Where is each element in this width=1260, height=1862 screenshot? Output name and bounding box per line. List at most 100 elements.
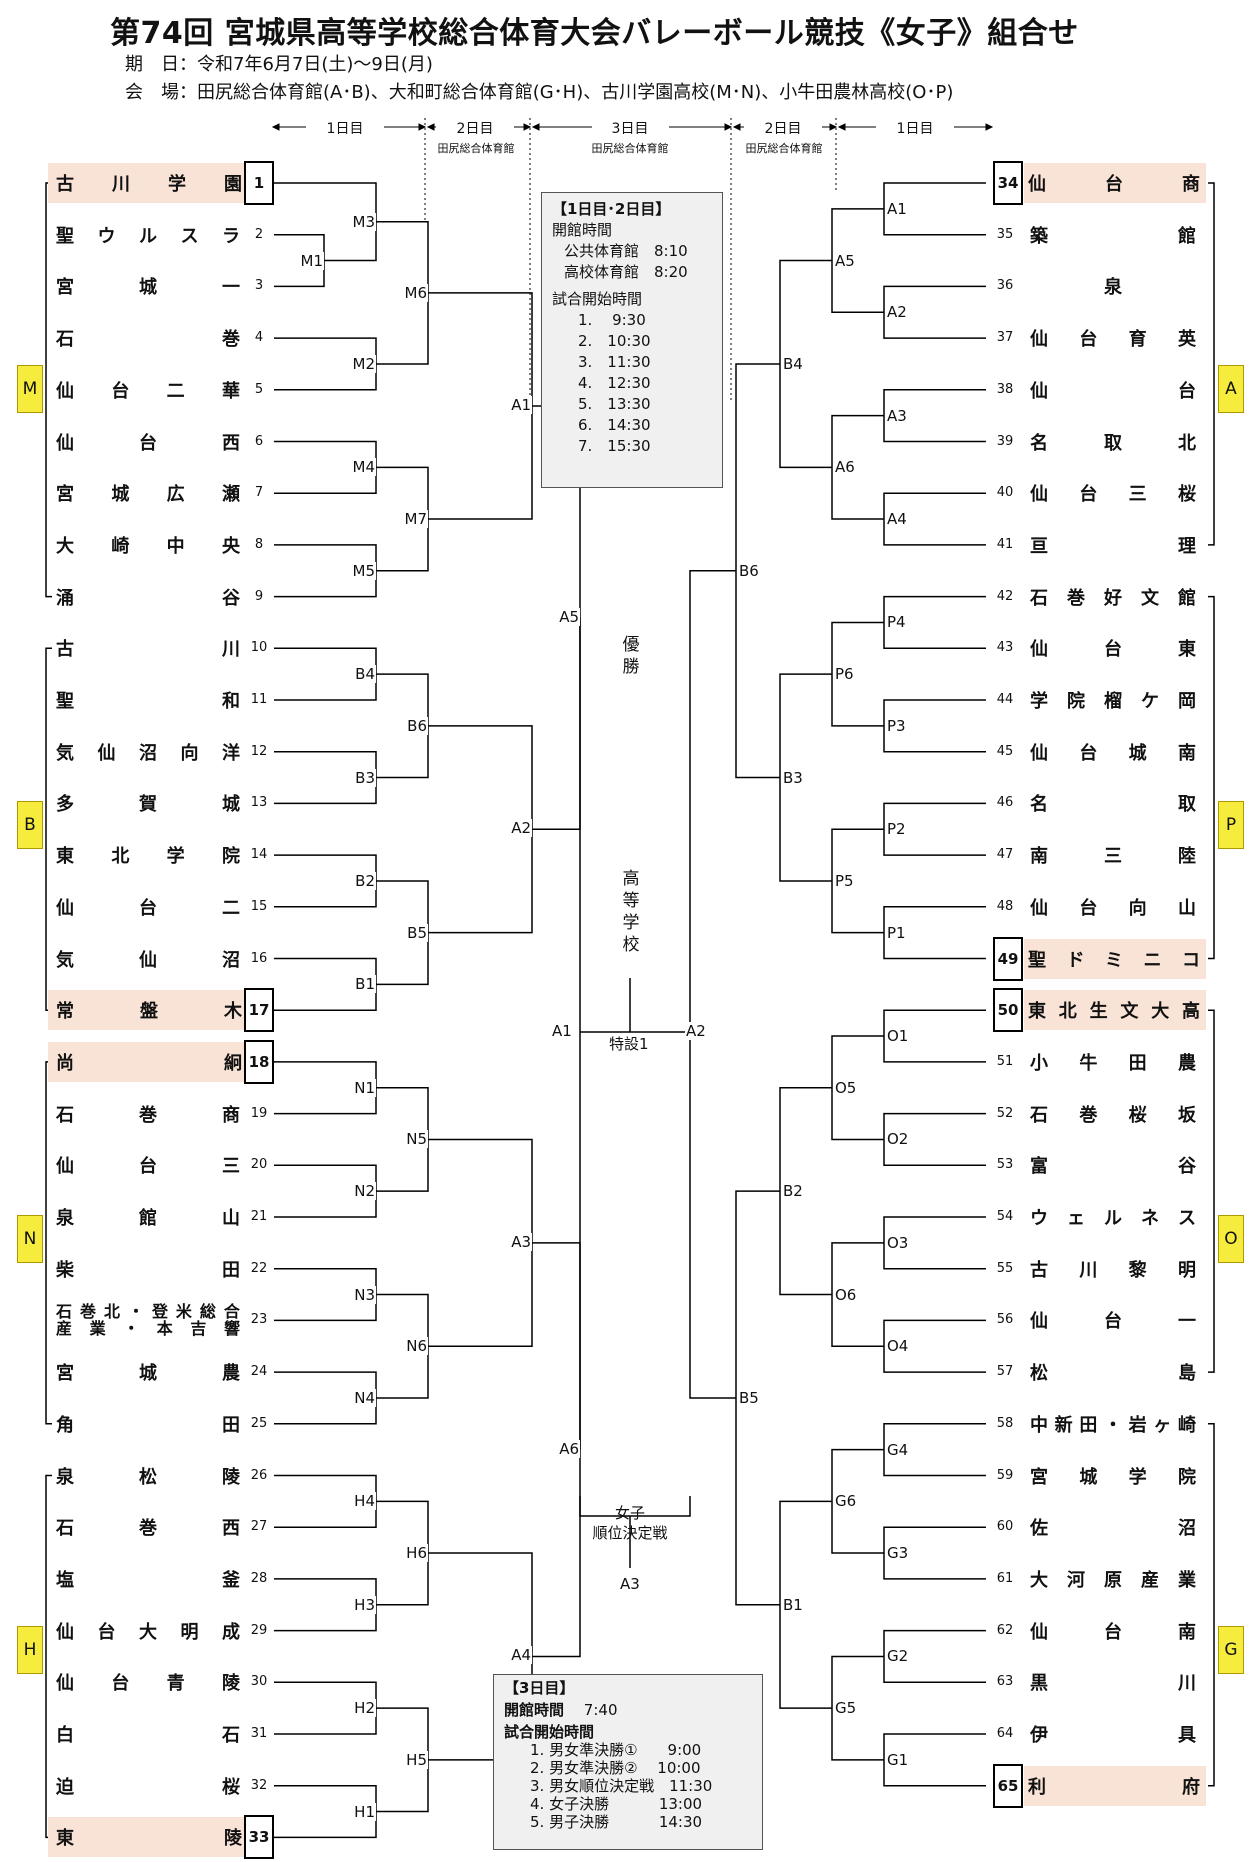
team-name-char: 成 [222,1621,240,1643]
team-name-char: 仙 [56,432,74,454]
team-name-char: 台 [1079,742,1098,764]
team-name-char: 台 [1079,329,1098,351]
team-name: 石巻好文館 [1026,577,1202,617]
team-name-char: 宮 [56,484,74,506]
match-label: O5 [834,1078,858,1097]
team-number: 64 [996,1726,1014,1741]
team-name-char: 南 [1177,742,1196,764]
team-name-char: 気 [56,742,74,764]
match-label: O4 [886,1337,910,1356]
team-name: 仙台東 [1026,628,1202,668]
match-label: N5 [394,1130,428,1149]
match-label: B2 [342,871,376,890]
match-label: B5 [738,1388,760,1407]
team-name-char: ウ [97,225,116,247]
team-name-char: 台 [97,1621,116,1643]
team-name-char: 原 [1104,1569,1122,1591]
team-name: 大崎中央 [56,525,242,565]
vertical-char: 学 [622,913,640,933]
team-name-char: 城 [111,484,130,506]
team-name-char: 榴 [1104,691,1122,712]
team-name-char: 農 [1177,1052,1196,1074]
match-label: H4 [342,1492,376,1511]
team-number: 42 [996,588,1014,604]
team-name: 富谷 [1026,1145,1202,1185]
team-name-char: 学 [168,174,186,195]
start-time-label: 試合開始時間 [504,1723,595,1741]
team-number: 59 [996,1467,1014,1483]
team-name: ウェルネス [1026,1197,1202,1237]
team-name-char: 黒 [1030,1673,1048,1695]
venue-label-left-2: 田尻総合体育館 [437,142,515,155]
team-name: 宮城一 [56,266,242,306]
open-time-row: 公共体育館 8:10 [564,242,688,260]
team-name-char: 英 [1177,329,1196,351]
start-time-row: 5. 13:30 [578,395,651,413]
team-number: 3 [254,278,264,294]
bracket-line [689,570,736,1399]
match-label: A4 [498,1646,532,1665]
team-name: 泉館山 [56,1197,242,1237]
arrow-head [523,123,532,131]
match-label: B4 [342,665,376,684]
open-time-value: 7:40 [583,1701,618,1719]
team-name: 仙台二華 [56,370,242,410]
team-name: 古川黎明 [1026,1249,1202,1289]
team-name-char: 仙 [139,949,157,971]
seed-number-box: 50 [993,988,1023,1033]
team-name-char: 牛 [1079,1052,1098,1074]
team-name: 名取 [1026,783,1202,823]
team-name: 仙台三桜 [1026,473,1202,513]
match-label: A4 [886,510,908,529]
team-name-char: 聖 [56,225,74,247]
team-number: 37 [996,330,1014,346]
arrow-head [531,123,540,131]
team-name-char: 伊 [1030,1725,1048,1746]
team-number: 20 [250,1157,268,1173]
team-name-char: 陵 [221,1673,240,1695]
team-name-char: 岩 [1128,1414,1147,1436]
team-number: 8 [254,536,264,552]
team-name-char: ル [139,225,157,247]
team-name-char: 聖 [56,691,74,712]
team-name: 宮城広瀬 [56,473,242,513]
bracket-line [1208,595,1215,960]
day-label-left-1: 1日目 [326,121,364,137]
team-number: 51 [996,1053,1014,1069]
arrow-head [724,123,733,131]
team-name-char: 学 [166,846,185,868]
team-name-char: 城 [222,794,240,816]
bracket-line [45,647,52,1011]
team-name-char: 院 [221,846,240,868]
team-number: 47 [996,847,1014,863]
team-name-char: 山 [222,1208,240,1229]
open-time-label: 開館時間 [552,221,613,239]
team-name-line: 石巻北・登米総合 [56,1303,240,1320]
match-label: G6 [834,1492,858,1511]
team-number: 4 [254,330,264,346]
team-number: 40 [996,485,1014,501]
team-name-char: 古 [1030,1259,1048,1281]
team-name-char: 宮 [56,277,74,299]
match-label: M4 [342,458,376,477]
group-badge-n: N [17,1215,43,1263]
match-label: A2 [498,819,532,838]
team-number: 5 [254,381,264,397]
team-name-char: 迫 [56,1776,74,1798]
seed-number-box: 17 [244,988,274,1033]
team-number: 61 [996,1570,1014,1586]
match-label: A6 [546,1439,580,1458]
match-label: M1 [290,251,324,270]
team-name-char: 二 [222,897,240,919]
match-label: B1 [342,975,376,994]
team-name-char: 仙 [56,1673,74,1695]
match-label: A5 [546,607,580,626]
team-name-char: 館 [1178,225,1196,247]
day-label-right-1: 1日目 [896,121,934,137]
team-name-char: 名 [1030,794,1048,816]
match-label: A3 [498,1232,532,1251]
match-label: P5 [834,871,855,890]
group-badge-b: B [17,801,43,849]
team-number: 27 [250,1519,268,1535]
